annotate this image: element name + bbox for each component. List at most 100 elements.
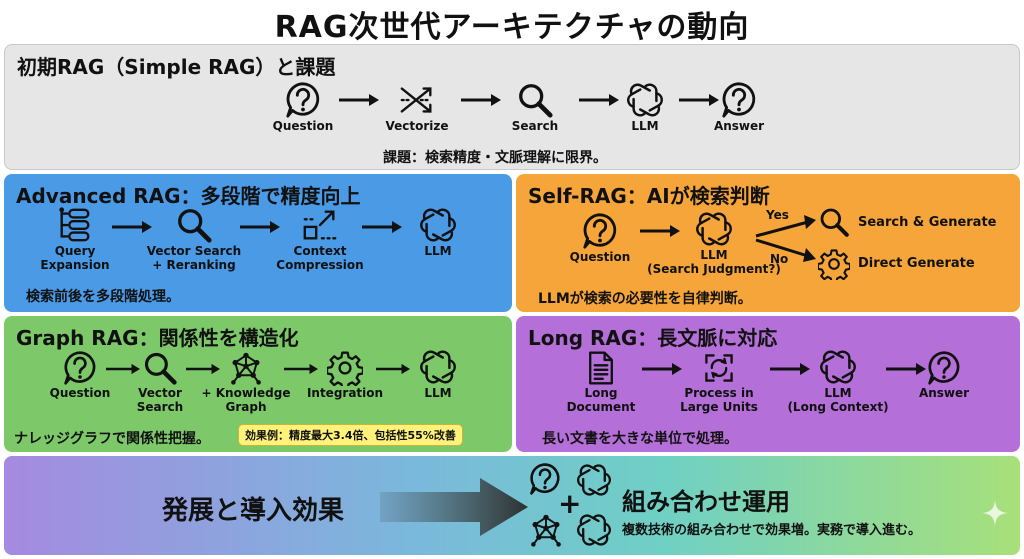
branch-arrows	[755, 215, 816, 262]
long-rag-panel: Long RAG：長文脈に対応 Long Document Process in…	[516, 316, 1020, 452]
step-label: (Long Context)	[787, 400, 889, 414]
self-rag-panel: Self-RAG：AIが検索判断 Question LLM (Search Ju…	[516, 174, 1020, 312]
llm-knot-icon	[419, 206, 457, 244]
advanced-rag-panel: Advanced RAG：多段階で精度向上 Query Expansion Ve…	[4, 174, 512, 312]
question-bubble-icon	[284, 81, 322, 119]
graph-network-icon	[528, 512, 564, 548]
graph-network-icon	[228, 350, 264, 386]
self-rag-note: LLMが検索の必要性を自律判断。	[538, 291, 752, 307]
step-label: Question	[569, 250, 631, 264]
step-label: (Search Judgment?)	[647, 262, 781, 276]
gear-icon	[818, 248, 850, 280]
magnifier-icon	[175, 206, 213, 244]
step-label: Integration	[306, 386, 384, 400]
step-label: + Reranking	[152, 258, 236, 272]
llm-knot-icon	[695, 210, 733, 248]
combination-subtitle: 複数技術の組み合わせで効果増。実務で導入進む。	[622, 523, 922, 538]
step-label: Context	[293, 244, 347, 258]
page-title: RAG次世代アーキテクチャの動向	[274, 10, 750, 45]
simple-rag-title: 初期RAG（Simple RAG）と課題	[17, 55, 336, 79]
combination-title: 組み合わせ運用	[622, 488, 790, 516]
simple-step-llm: LLM	[605, 81, 685, 133]
step-label: Document	[566, 400, 636, 414]
graph-step-llm: LLM	[402, 348, 474, 400]
advanced-step-query-expansion: Query Expansion	[30, 206, 120, 272]
magnifier-icon	[142, 350, 178, 386]
step-label: Search	[136, 400, 184, 414]
step-label: LLM	[631, 119, 659, 133]
simple-step-vectorize: Vectorize	[377, 81, 457, 133]
flow-list-icon	[56, 206, 94, 244]
magnifier-icon	[516, 81, 554, 119]
long-step-process: Process in Large Units	[674, 350, 764, 414]
search-generate-label: Search & Generate	[858, 215, 997, 230]
step-label: Compression	[276, 258, 364, 272]
step-label: Long	[584, 386, 618, 400]
question-bubble-icon	[528, 462, 562, 496]
long-rag-note: 長い文書を大きな単位で処理。	[542, 431, 738, 447]
step-label: LLM	[700, 248, 728, 262]
bottom-left-heading: 発展と導入効果	[162, 496, 345, 526]
step-label: Graph	[225, 400, 267, 414]
bottom-panel: 発展と導入効果 + 組み合わせ運用 複数技術の組み合わせで効果増。実務で導入進む…	[4, 456, 1020, 555]
step-label: Expansion	[40, 258, 110, 272]
effect-badge: 効果例：精度最大3.4倍、包括性55%改善	[238, 424, 463, 446]
llm-knot-icon	[626, 81, 664, 119]
graph-rag-note: ナレッジグラフで関係性把握。	[14, 431, 210, 447]
step-label: LLM	[424, 386, 452, 400]
simple-rag-note: 課題：検索精度・文脈理解に限界。	[383, 150, 607, 166]
advanced-step-llm: LLM	[398, 206, 478, 258]
step-label: LLM	[424, 244, 452, 258]
long-rag-title: Long RAG：長文脈に対応	[528, 326, 778, 350]
step-label: Question	[272, 119, 334, 133]
graph-rag-panel: Graph RAG：関係性を構造化 Question Vector Search…	[4, 316, 512, 452]
question-bubble-icon	[62, 350, 98, 386]
yes-label: Yes	[766, 208, 789, 222]
llm-knot-icon	[819, 348, 857, 386]
plus-icon: +	[558, 487, 582, 520]
question-bubble-icon	[926, 350, 962, 386]
step-label: Search	[511, 119, 559, 133]
shuffle-icon	[398, 81, 436, 119]
no-label: No	[770, 252, 789, 266]
graph-step-knowledge-graph: + Knowledge Graph	[198, 350, 294, 414]
step-label: + Knowledge	[201, 386, 291, 400]
magnifier-icon	[818, 206, 850, 238]
llm-knot-icon	[419, 348, 457, 386]
step-label: Vector	[138, 386, 182, 400]
advanced-rag-note: 検索前後を多段階処理。	[26, 289, 180, 305]
long-step-document: Long Document	[560, 350, 642, 414]
self-rag-title: Self-RAG：AIが検索判断	[528, 184, 770, 208]
advanced-rag-title: Advanced RAG：多段階で精度向上	[16, 184, 361, 208]
cycle-arrows-icon	[701, 350, 737, 386]
direct-generate-label: Direct Generate	[858, 256, 975, 271]
big-arrow-icon	[380, 478, 528, 536]
combination-icon: +	[528, 462, 614, 550]
long-step-answer: Answer	[904, 350, 984, 400]
simple-rag-panel: 初期RAG（Simple RAG）と課題 Question Vectorize …	[4, 44, 1020, 170]
compress-icon	[301, 206, 339, 244]
step-label: Large Units	[680, 400, 758, 414]
question-bubble-icon	[581, 212, 619, 250]
graph-step-vector-search: Vector Search	[122, 350, 198, 414]
graph-rag-title: Graph RAG：関係性を構造化	[16, 326, 299, 350]
step-label: LLM	[824, 386, 852, 400]
document-icon	[583, 350, 619, 386]
sparkle-icon	[982, 500, 1008, 526]
question-bubble-icon	[720, 81, 758, 119]
llm-knot-icon	[576, 512, 612, 548]
arrow-icon	[337, 93, 381, 107]
step-label: Query	[54, 244, 96, 258]
step-label: Answer	[713, 119, 765, 133]
self-step-llm: LLM (Search Judgment?)	[644, 210, 784, 276]
long-step-llm: LLM (Long Context)	[786, 348, 890, 414]
advanced-step-vector-search: Vector Search + Reranking	[144, 206, 244, 272]
simple-step-search: Search	[495, 81, 575, 133]
simple-step-question: Question	[263, 81, 343, 133]
graph-step-integration: Integration	[302, 350, 388, 400]
step-label: Question	[49, 386, 111, 400]
step-label: Vectorize	[385, 119, 449, 133]
step-label: Process in	[684, 386, 754, 400]
simple-step-answer: Answer	[699, 81, 779, 133]
gear-icon	[327, 350, 363, 386]
